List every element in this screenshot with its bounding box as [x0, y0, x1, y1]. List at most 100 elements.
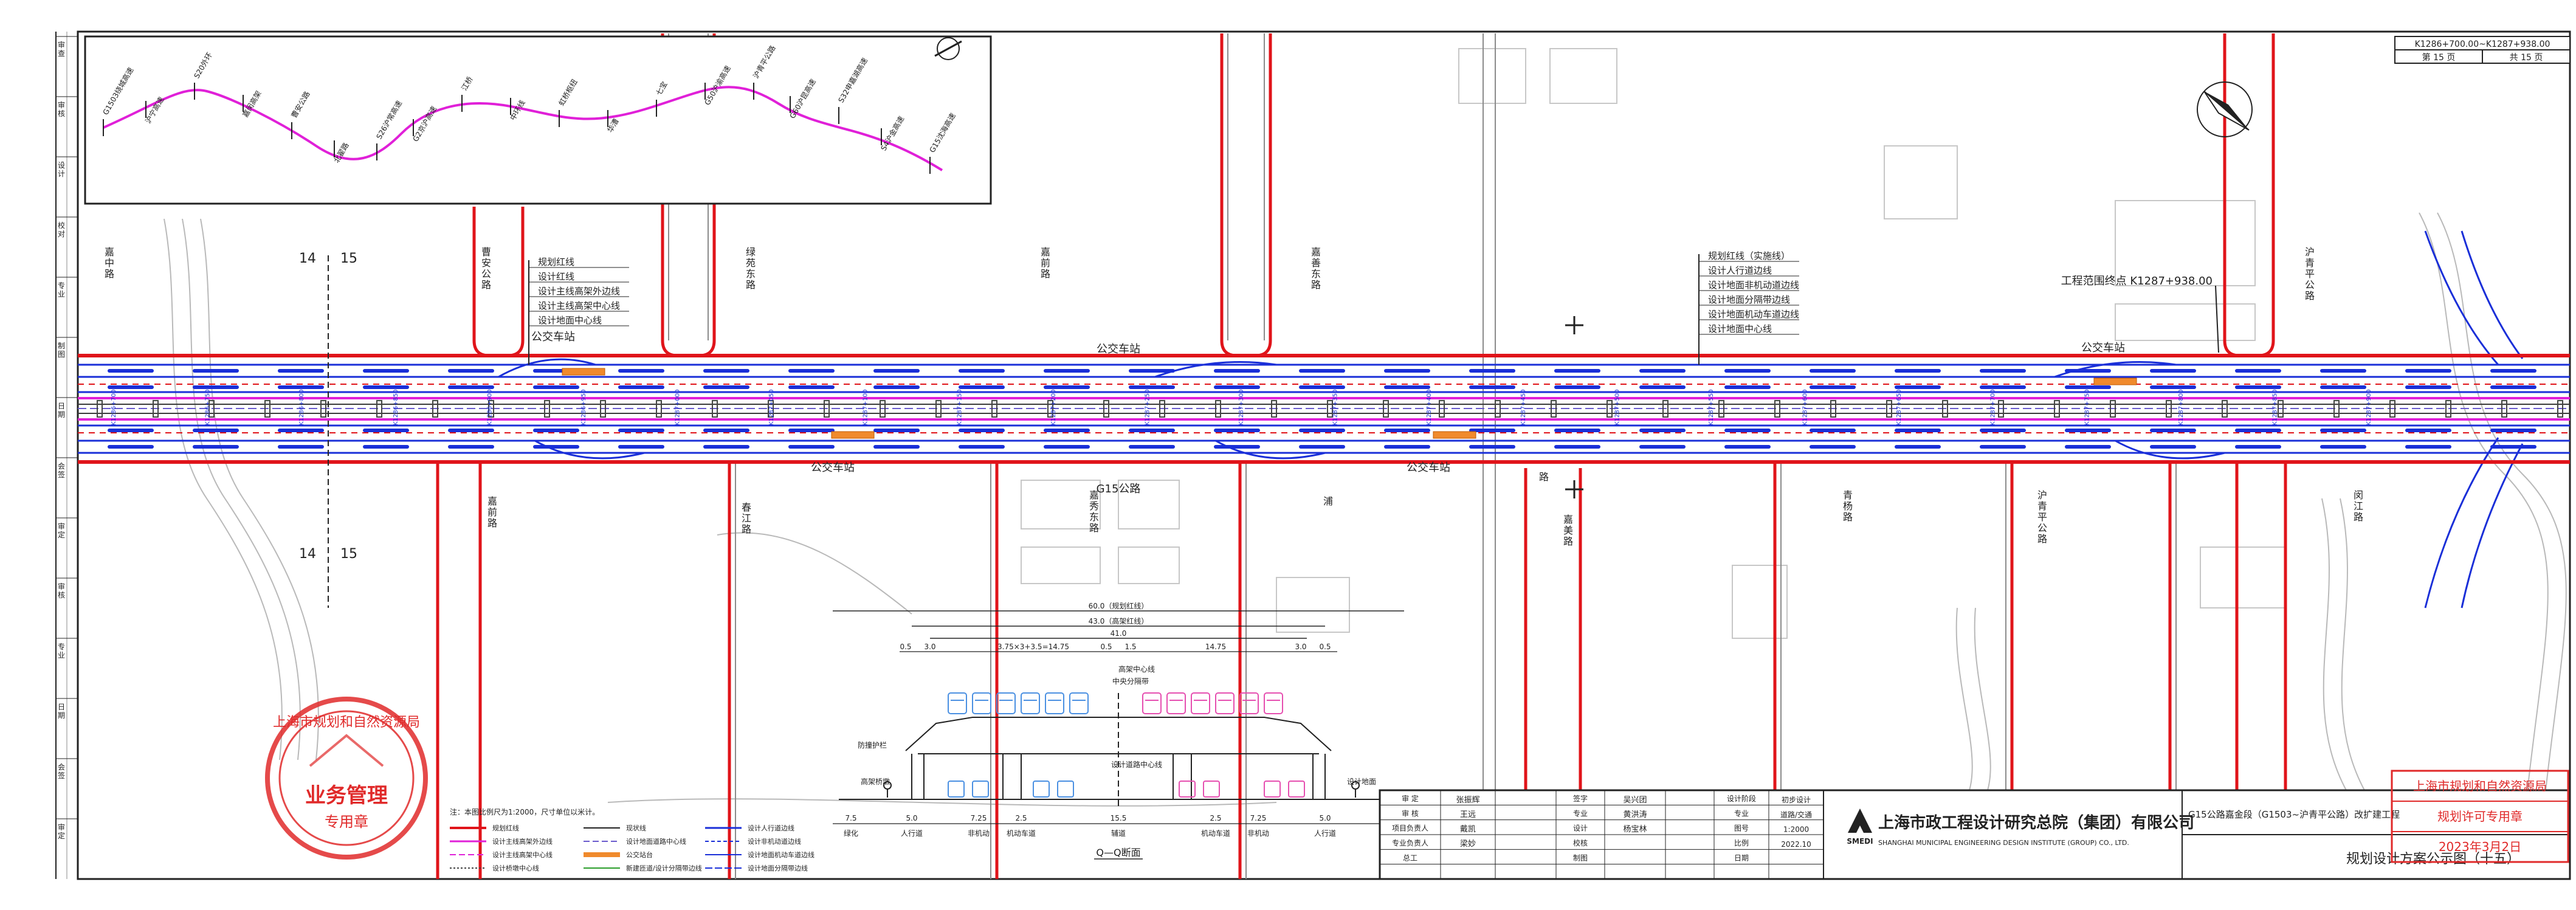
- pier: [2166, 400, 2172, 418]
- cross-road-label-bottom: 青杨路: [1843, 489, 1853, 523]
- sheet-number: 第 15 页: [2422, 52, 2456, 63]
- legend: 注：本图比例尺为1:2000，尺寸单位以米计。规划红线现状线设计人行道边线设计主…: [450, 807, 814, 872]
- pier: [2333, 400, 2340, 418]
- section-mark-label: 14: [299, 251, 316, 266]
- xs-dim-top: 60.0（规划红线）: [1089, 601, 1149, 610]
- pier: [376, 400, 382, 418]
- title-block-role: 图号: [1734, 824, 1749, 833]
- pier: [712, 400, 718, 418]
- svg-text:浦: 浦: [1323, 495, 1333, 507]
- pier: [1662, 400, 1669, 418]
- background-terrain: [164, 212, 2567, 839]
- svg-text:嘉: 嘉: [105, 246, 114, 258]
- vehicle-icon: [1057, 781, 1074, 798]
- title-block-role: 专业负责人: [1392, 838, 1428, 847]
- title-block-role: 专业: [1734, 808, 1749, 818]
- svg-text:东: 东: [746, 268, 756, 280]
- pier: [600, 400, 606, 418]
- pier: [97, 400, 103, 418]
- vehicle-icon: [1239, 692, 1259, 714]
- title-block-role: 设计: [1573, 824, 1588, 833]
- pier: [488, 400, 494, 418]
- title-block-name: 王远: [1460, 810, 1476, 819]
- xs-note: 设计地面: [1347, 777, 1376, 786]
- xs-note: 设计道路中心线: [1111, 760, 1162, 769]
- north-arrow-icon: [2197, 81, 2253, 137]
- title-block-name: 黄洪涛: [1623, 810, 1647, 819]
- strip-label: 审定: [58, 522, 65, 539]
- xs-dim-bottom: 5.0: [1319, 814, 1331, 822]
- xs-dim-bottom: 7.25: [1250, 814, 1267, 822]
- legend-item: 规划红线: [492, 824, 519, 832]
- company-logo-text: SMEDI: [1847, 837, 1873, 846]
- xs-dim-bottom: 15.5: [1111, 814, 1127, 822]
- cross-road-label-top: 曹安公路: [481, 246, 491, 291]
- svg-text:善: 善: [1311, 257, 1321, 269]
- chainage-label: K1287+650: [1896, 390, 1903, 426]
- pier: [2110, 400, 2116, 418]
- xs-title: Q—Q断面: [1096, 847, 1140, 858]
- pier: [153, 400, 159, 418]
- chainage-label: K1287+000: [675, 390, 681, 426]
- vehicle-icon: [972, 781, 989, 798]
- chainage-label: K1287+050: [768, 390, 775, 426]
- crosshair-icon: [1565, 316, 1583, 498]
- pier: [1718, 400, 1724, 418]
- road-labels: 嘉中路曹安公路绿苑东路嘉前路嘉善东路沪青平公路嘉前路春江路嘉秀东路浦路嘉美路青杨…: [105, 246, 2363, 562]
- approval-stamp-right: 上海市规划和自然资源局 规划许可专用章 2023年3月2日: [2391, 770, 2569, 863]
- strip-label: 专业: [58, 281, 65, 298]
- svg-text:日: 日: [58, 703, 65, 711]
- svg-text:公: 公: [2305, 279, 2315, 291]
- company-name-en: SHANGHAI MUNICIPAL ENGINEERING DESIGN IN…: [1878, 839, 2129, 847]
- chainage-label: K1287+850: [2271, 390, 2278, 426]
- xs-lane-label: 绿化: [844, 829, 858, 838]
- xs-dim-mid: 3.0: [924, 643, 935, 651]
- bus-stop-label: 公交车站: [531, 331, 575, 343]
- svg-text:公: 公: [2037, 522, 2047, 534]
- title-block-name: 吴兴团: [1623, 796, 1647, 805]
- chainage-label: K1286+850: [393, 390, 399, 426]
- title-block-value: 1:2000: [1783, 826, 1809, 834]
- chainage-label: K1287+350: [1332, 390, 1339, 426]
- xs-dim-top: 41.0: [1111, 629, 1127, 638]
- title-block-role: 专业: [1573, 808, 1588, 818]
- cross-road-label-bottom: 嘉美路: [1563, 514, 1573, 547]
- xs-dim-mid: 0.5: [900, 643, 911, 651]
- project-end-label: 工程范围终点 K1287+938.00: [2061, 275, 2213, 288]
- svg-text:路: 路: [1089, 522, 1099, 534]
- svg-text:青: 青: [2305, 257, 2315, 269]
- pier: [1383, 400, 1389, 418]
- vehicle-icon: [972, 692, 991, 714]
- svg-text:路: 路: [1311, 279, 1321, 291]
- seal-sub-text: 专用章: [325, 813, 368, 830]
- svg-text:嘉: 嘉: [1563, 514, 1573, 525]
- vehicle-icon: [1264, 781, 1281, 798]
- svg-text:闵: 闵: [2354, 489, 2363, 501]
- title-block-value: 初步设计: [1782, 796, 1811, 804]
- callout-item: 设计主线高架中心线: [538, 300, 620, 311]
- svg-text:专: 专: [58, 642, 65, 651]
- pier: [1830, 400, 1836, 418]
- xs-dim-mid: 3.0: [1295, 643, 1306, 651]
- svg-text:签: 签: [58, 470, 65, 479]
- pier: [1886, 400, 1892, 418]
- svg-text:会: 会: [58, 462, 65, 471]
- xs-dim-bottom: 5.0: [906, 814, 917, 822]
- svg-text:绿: 绿: [746, 246, 756, 258]
- chainage-label: K1286+800: [298, 390, 305, 426]
- pier: [1215, 400, 1221, 418]
- vehicle-icon: [1264, 692, 1283, 714]
- chainage-label: K1287+550: [1708, 390, 1715, 426]
- xs-lane-label: 人行道: [1314, 829, 1336, 838]
- svg-text:路: 路: [1843, 511, 1853, 523]
- svg-text:江: 江: [742, 512, 751, 524]
- drawing-title: 规划设计方案公示图（十五）: [2346, 852, 2520, 867]
- callout-item: 设计地面非机动道边线: [1708, 280, 1799, 291]
- svg-text:杨: 杨: [1843, 500, 1853, 512]
- legend-item: 设计主线高架中心线: [492, 850, 553, 859]
- svg-text:审: 审: [58, 822, 65, 832]
- svg-text:嘉: 嘉: [1089, 489, 1099, 501]
- vehicle-icon: [1021, 692, 1040, 714]
